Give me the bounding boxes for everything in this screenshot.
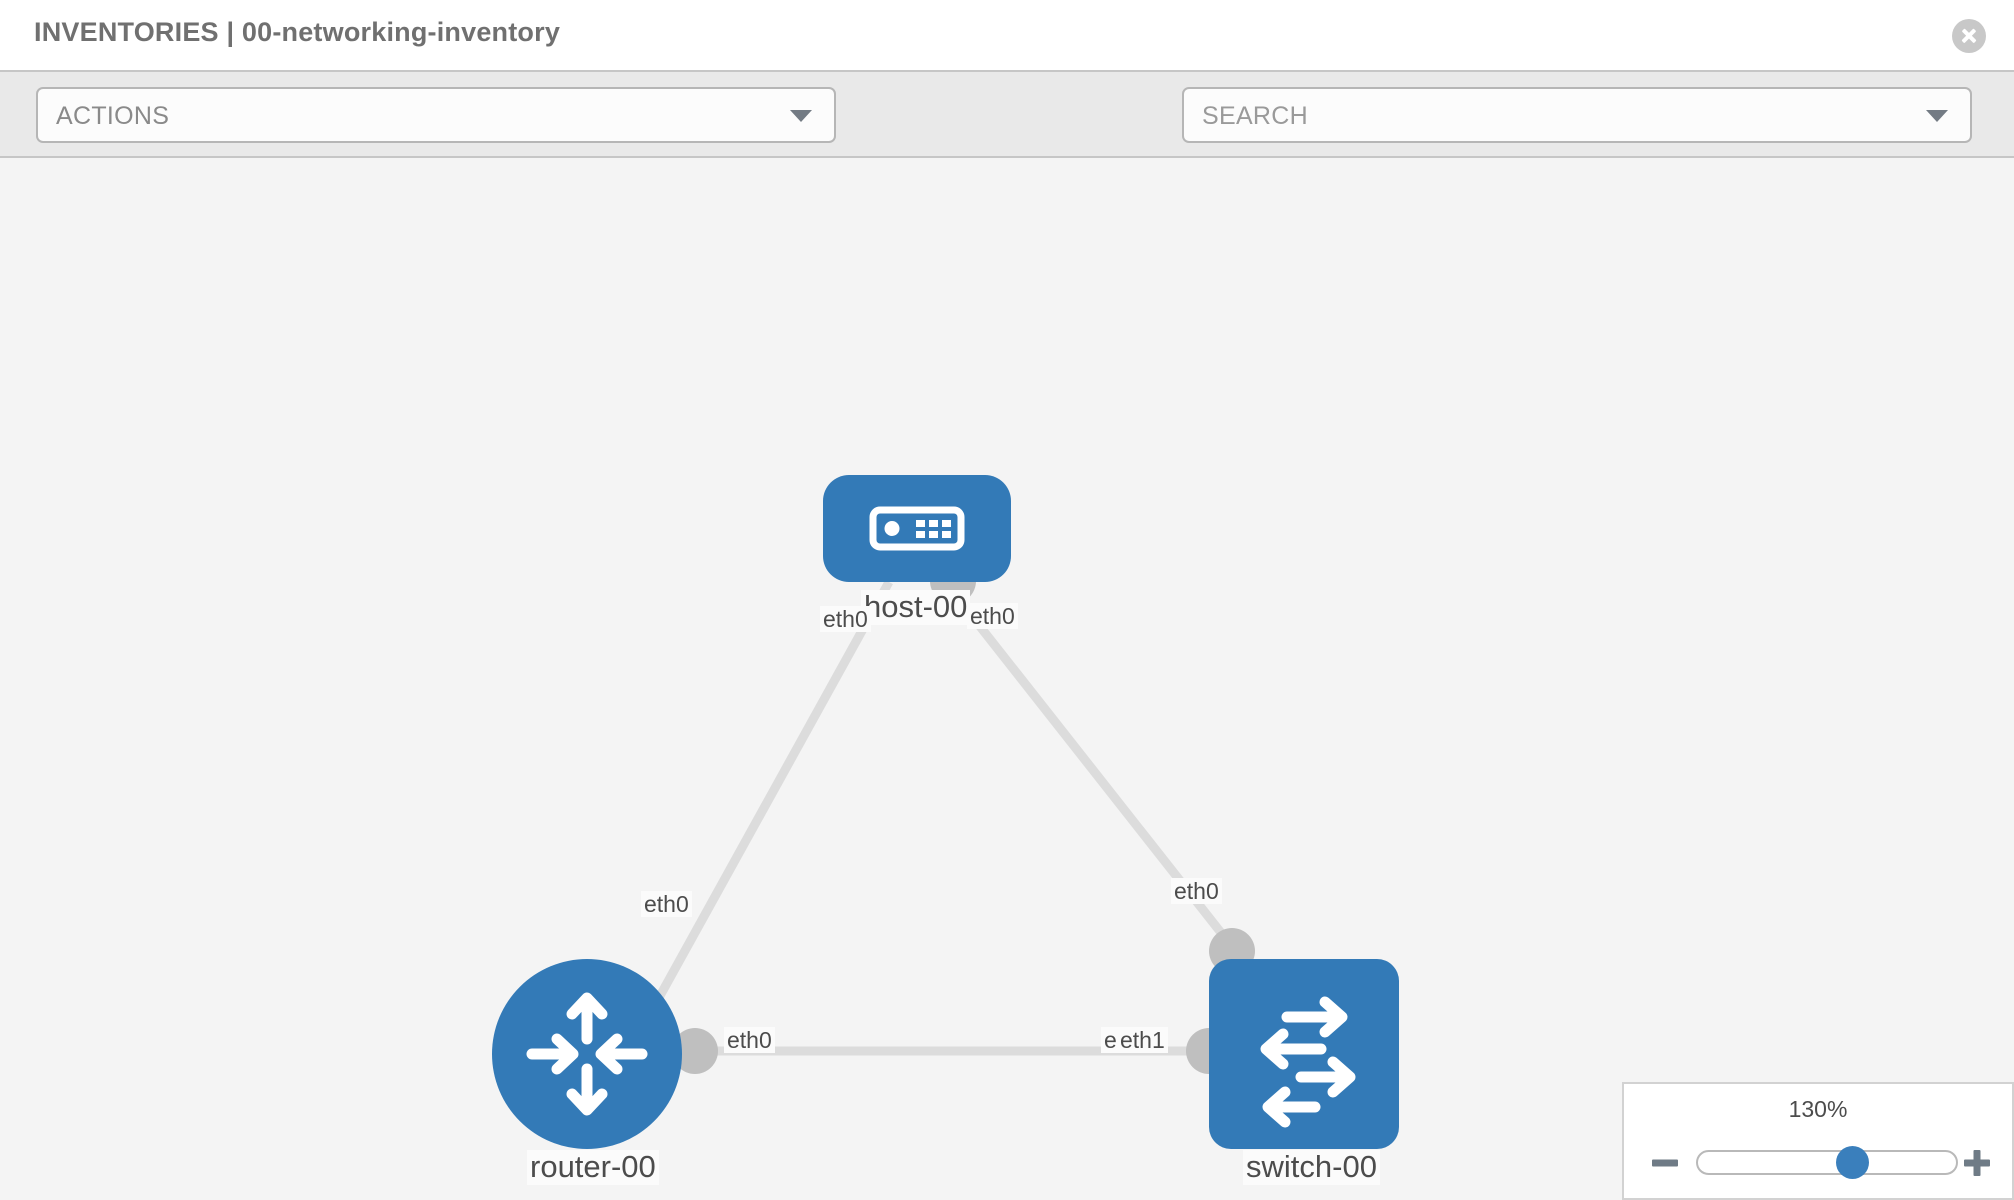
edge-label-switch00-eth0-host: eth0: [1171, 878, 1222, 905]
edge-label-switch00-eth1-router: eth1: [1117, 1027, 1168, 1054]
zoom-control-panel: 130%: [1622, 1082, 2014, 1200]
chevron-down-icon: [1926, 110, 1948, 122]
edge-label-router00-eth0-switch: eth0: [724, 1027, 775, 1054]
topology-canvas[interactable]: host-00 router-00 switch-00 eth0 eth0 et…: [0, 158, 2014, 1200]
server-icon: [869, 506, 965, 551]
node-host-00-shape[interactable]: [823, 475, 1011, 582]
edge-label-host00-eth0-switch: eth0: [967, 603, 1018, 630]
node-switch-00-shape[interactable]: [1209, 959, 1399, 1149]
switch-arrows-icon: [1260, 996, 1356, 1128]
chevron-down-icon: [790, 110, 812, 122]
node-router-00[interactable]: [492, 959, 682, 1149]
topology-edges: [636, 579, 1241, 1056]
toolbar: ACTIONS SEARCH: [0, 70, 2014, 204]
zoom-level-value: 130%: [1788, 1096, 1848, 1122]
page-title: INVENTORIES | 00-networking-inventory: [34, 17, 561, 47]
edge-host00-router00: [636, 579, 893, 1035]
close-icon[interactable]: [1952, 19, 1986, 53]
page-header: INVENTORIES | 00-networking-inventory: [0, 0, 2014, 70]
node-switch-00[interactable]: [1209, 959, 1399, 1149]
zoom-slider-handle[interactable]: [1836, 1146, 1870, 1179]
actions-dropdown-label: ACTIONS: [56, 102, 170, 130]
zoom-in-button[interactable]: [1960, 1146, 1994, 1180]
edge-label-host00-eth0-router: eth0: [820, 606, 871, 633]
edge-label-router00-eth0-host: eth0: [641, 891, 692, 918]
node-label-host-00: host-00: [861, 590, 971, 625]
zoom-slider[interactable]: [1696, 1146, 1958, 1179]
search-placeholder: SEARCH: [1202, 102, 1308, 130]
search-input[interactable]: SEARCH: [1182, 87, 1972, 143]
node-label-switch-00: switch-00: [1243, 1150, 1380, 1185]
node-host-00[interactable]: [823, 475, 1011, 582]
router-arrows-icon: [526, 992, 648, 1116]
node-label-router-00: router-00: [527, 1150, 659, 1185]
zoom-out-button[interactable]: [1648, 1146, 1682, 1180]
actions-dropdown[interactable]: ACTIONS: [36, 87, 836, 143]
node-router-00-shape[interactable]: [492, 959, 682, 1149]
